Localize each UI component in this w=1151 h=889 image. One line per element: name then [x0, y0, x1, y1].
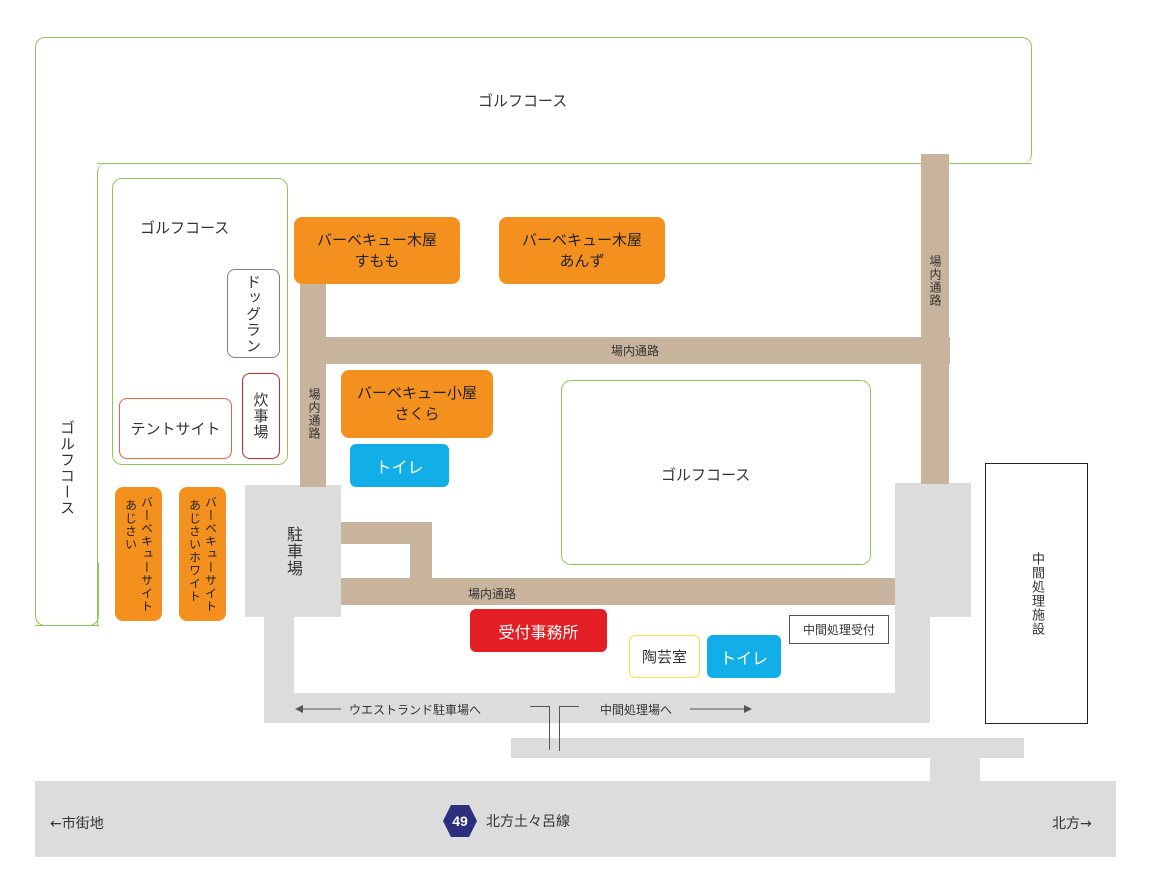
relay-yard-label: 中間処理場へ [600, 702, 673, 717]
reception-office[interactable]: 受付事務所 [470, 609, 607, 652]
internal-road-bottom [341, 578, 895, 605]
toilet-north[interactable]: トイレ [350, 444, 449, 487]
relay-reception[interactable]: 中間処理受付 [789, 615, 889, 644]
entrance-gate [530, 706, 579, 751]
route-marker: 49 北方土々呂線 [442, 803, 592, 839]
internal-road-top [300, 337, 950, 364]
bbq-site-ajisai-sub: あじさい [123, 499, 138, 551]
bbq-cabin-anzu[interactable]: バーベキュー木屋 あんず [499, 217, 665, 284]
cooking-area-label: 炊事場 [251, 392, 270, 440]
internal-road-loop-top [341, 522, 432, 544]
relay-yard-direction: 中間処理場へ [600, 700, 770, 718]
internal-road-right-label: 場内通路 [928, 255, 942, 307]
internal-road-vertical-left [300, 282, 326, 487]
relay-reception-label: 中間処理受付 [802, 623, 875, 637]
golf-course-inner-top [97, 163, 921, 164]
bbq-site-ajisai[interactable]: バーベキューサイト あじさい [115, 487, 162, 621]
bbq-site-ajisai-white-name: バーベキューサイト [203, 495, 218, 613]
tent-site-label: テントサイト [130, 420, 221, 438]
route-name: 北方土々呂線 [486, 814, 570, 830]
arrow-right-icon [690, 705, 753, 713]
route-number: 49 [452, 813, 468, 829]
pottery-room-label: 陶芸室 [641, 648, 687, 666]
dog-run-label: ドッグラン [244, 273, 262, 354]
bbq-hut-sakura[interactable]: バーベキュー小屋 さくら [341, 370, 493, 438]
golf-course-top-label: ゴルフコース [478, 92, 568, 110]
golf-course-inner-frame [97, 163, 1032, 626]
internal-road-loop-side [410, 522, 432, 582]
bbq-site-ajisai-white[interactable]: バーベキューサイト あじさいホワイト [179, 487, 226, 621]
reception-office-label: 受付事務所 [498, 622, 579, 642]
bbq-hut-sakura-name: バーベキュー小屋 [356, 384, 477, 402]
west-parking-label: ウエストランド駐車場へ [349, 702, 482, 717]
toilet-south-label: トイレ [719, 648, 768, 668]
bbq-cabin-sumomo-name: バーベキュー木屋 [316, 230, 437, 249]
golf-course-outer-left [35, 100, 99, 626]
gray-lower-road [511, 738, 1024, 758]
gray-connector [930, 738, 980, 782]
tent-site[interactable]: テントサイト [119, 398, 232, 459]
internal-road-left-label: 場内通路 [307, 388, 321, 440]
cooking-area[interactable]: 炊事場 [242, 373, 280, 459]
parking-label: 駐車場 [284, 525, 303, 577]
gray-right-lane [895, 617, 930, 723]
golf-course-outer-left-bottom [35, 563, 99, 626]
golf-course-inner-box [112, 178, 288, 465]
golf-course-left-label: ゴルフコース [58, 420, 76, 516]
gray-lane-bottom [264, 693, 930, 723]
pottery-room[interactable]: 陶芸室 [629, 635, 700, 678]
bbq-site-ajisai-white-sub: あじさいホワイト [187, 499, 202, 603]
bbq-site-ajisai-name: バーベキューサイト [139, 495, 154, 613]
bbq-cabin-anzu-sub: あんず [559, 251, 605, 270]
relay-facility-label: 中間処理施設 [1029, 551, 1044, 636]
gray-right-block [895, 483, 971, 617]
bbq-cabin-sumomo[interactable]: バーベキュー木屋 すもも [294, 217, 460, 284]
toilet-north-label: トイレ [375, 457, 424, 477]
main-road [35, 781, 1116, 857]
bbq-cabin-anzu-name: バーベキュー木屋 [521, 230, 642, 249]
to-city-label: ←市街地 [50, 816, 104, 832]
golf-course-center-label: ゴルフコース [661, 466, 751, 484]
west-parking-direction: ウエストランド駐車場へ [295, 700, 500, 718]
parking-label-box: 駐車場 [245, 485, 341, 617]
parking-area [245, 485, 341, 617]
to-kitakata-label: 北方→ [1052, 816, 1092, 832]
internal-road-top-label: 場内通路 [611, 344, 660, 358]
route-hexagon-icon: 49 [443, 805, 477, 837]
internal-road-bottom-label: 場内通路 [468, 587, 517, 601]
dog-run[interactable]: ドッグラン [227, 269, 280, 358]
bbq-cabin-sumomo-sub: すもも [354, 251, 400, 270]
golf-course-inner-label: ゴルフコース [140, 219, 230, 237]
golf-course-top-right-join [948, 163, 1032, 164]
internal-road-vertical-right [921, 154, 949, 484]
toilet-south[interactable]: トイレ [707, 635, 781, 678]
arrow-left-icon [295, 705, 341, 713]
golf-course-center-box [561, 380, 871, 565]
bbq-hut-sakura-sub: さくら [394, 405, 440, 423]
relay-facility[interactable]: 中間処理施設 [985, 463, 1088, 724]
